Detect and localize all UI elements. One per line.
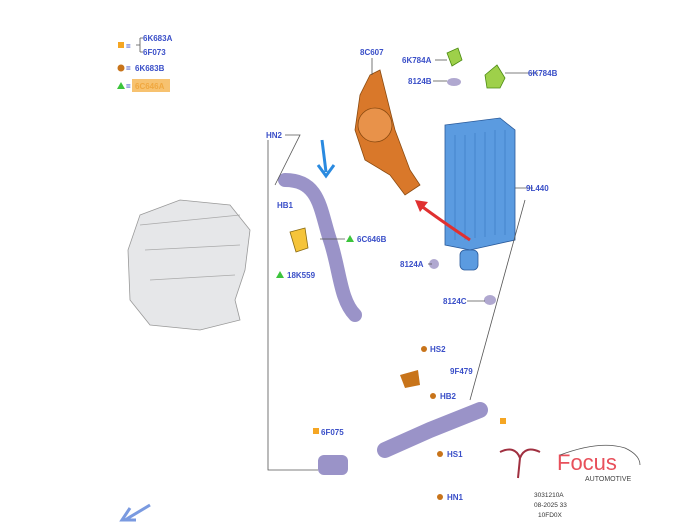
label-8124b: 8124B: [408, 77, 432, 86]
leader-lines: [267, 58, 538, 471]
label-9f479: 9F479: [450, 367, 473, 376]
label-hb1: HB1: [277, 201, 294, 210]
brand-logo: Focus AUTOMOTIVE: [499, 444, 641, 483]
bracket-6k784a: [446, 47, 463, 67]
label-hn2: HN2: [266, 131, 283, 140]
legend-ref: 6K683B: [135, 64, 165, 73]
label-hb2: HB2: [440, 392, 457, 401]
hose-6c646b: [278, 173, 362, 322]
duct-6f075: [318, 455, 348, 475]
bracket: [289, 227, 309, 253]
direction-arrow-icon: [316, 139, 336, 179]
label-hs2: HS2: [430, 345, 446, 354]
legend-ref-highlighted: 6C646A: [135, 82, 165, 91]
label-8c607: 8C607: [360, 48, 384, 57]
triangle-marker-icon: [117, 82, 125, 89]
legend-ref: 6F073: [143, 48, 166, 57]
code-line: 10FD0X: [538, 512, 563, 519]
label-hs1: HS1: [447, 450, 463, 459]
equals: =: [126, 64, 131, 73]
square-marker-icon: [118, 42, 124, 48]
label-6c646b: 6C646B: [357, 235, 387, 244]
label-8124c: 8124C: [443, 297, 467, 306]
grommet-8124c: [484, 295, 496, 305]
equals: =: [126, 42, 131, 51]
code-line: 3031210A: [534, 492, 564, 499]
grommet-8124a: [429, 259, 439, 269]
label-hn1: HN1: [447, 493, 464, 502]
legend: = 6K683A 6F073 = 6K683B = 6C646A: [117, 34, 173, 92]
brand-sub: AUTOMOTIVE: [585, 476, 631, 483]
label-6k784b: 6K784B: [528, 69, 558, 78]
intercooler-9l440: [444, 117, 516, 271]
engine-illustration: [127, 199, 251, 331]
equals: =: [126, 82, 131, 91]
view-arrow-icon: [119, 503, 151, 522]
highlight: [132, 79, 170, 92]
fan-8c607: [354, 69, 421, 196]
code-line: 08-2025 33: [534, 502, 567, 509]
bracket-6k784b: [484, 64, 506, 89]
legend-ref: 6K683A: [143, 34, 173, 43]
circle-marker-icon: [117, 64, 125, 72]
label-8124a: 8124A: [400, 260, 424, 269]
label-6k784a: 6K784A: [402, 56, 432, 65]
grommet-8124b: [447, 78, 461, 86]
label-6f075: 6F075: [321, 428, 344, 437]
label-9l440: 9L440: [526, 184, 549, 193]
brand-name: Focus: [557, 450, 617, 475]
label-18k559: 18K559: [287, 271, 316, 280]
hose-lower: [377, 402, 488, 458]
sensor-9f479: [400, 370, 420, 388]
